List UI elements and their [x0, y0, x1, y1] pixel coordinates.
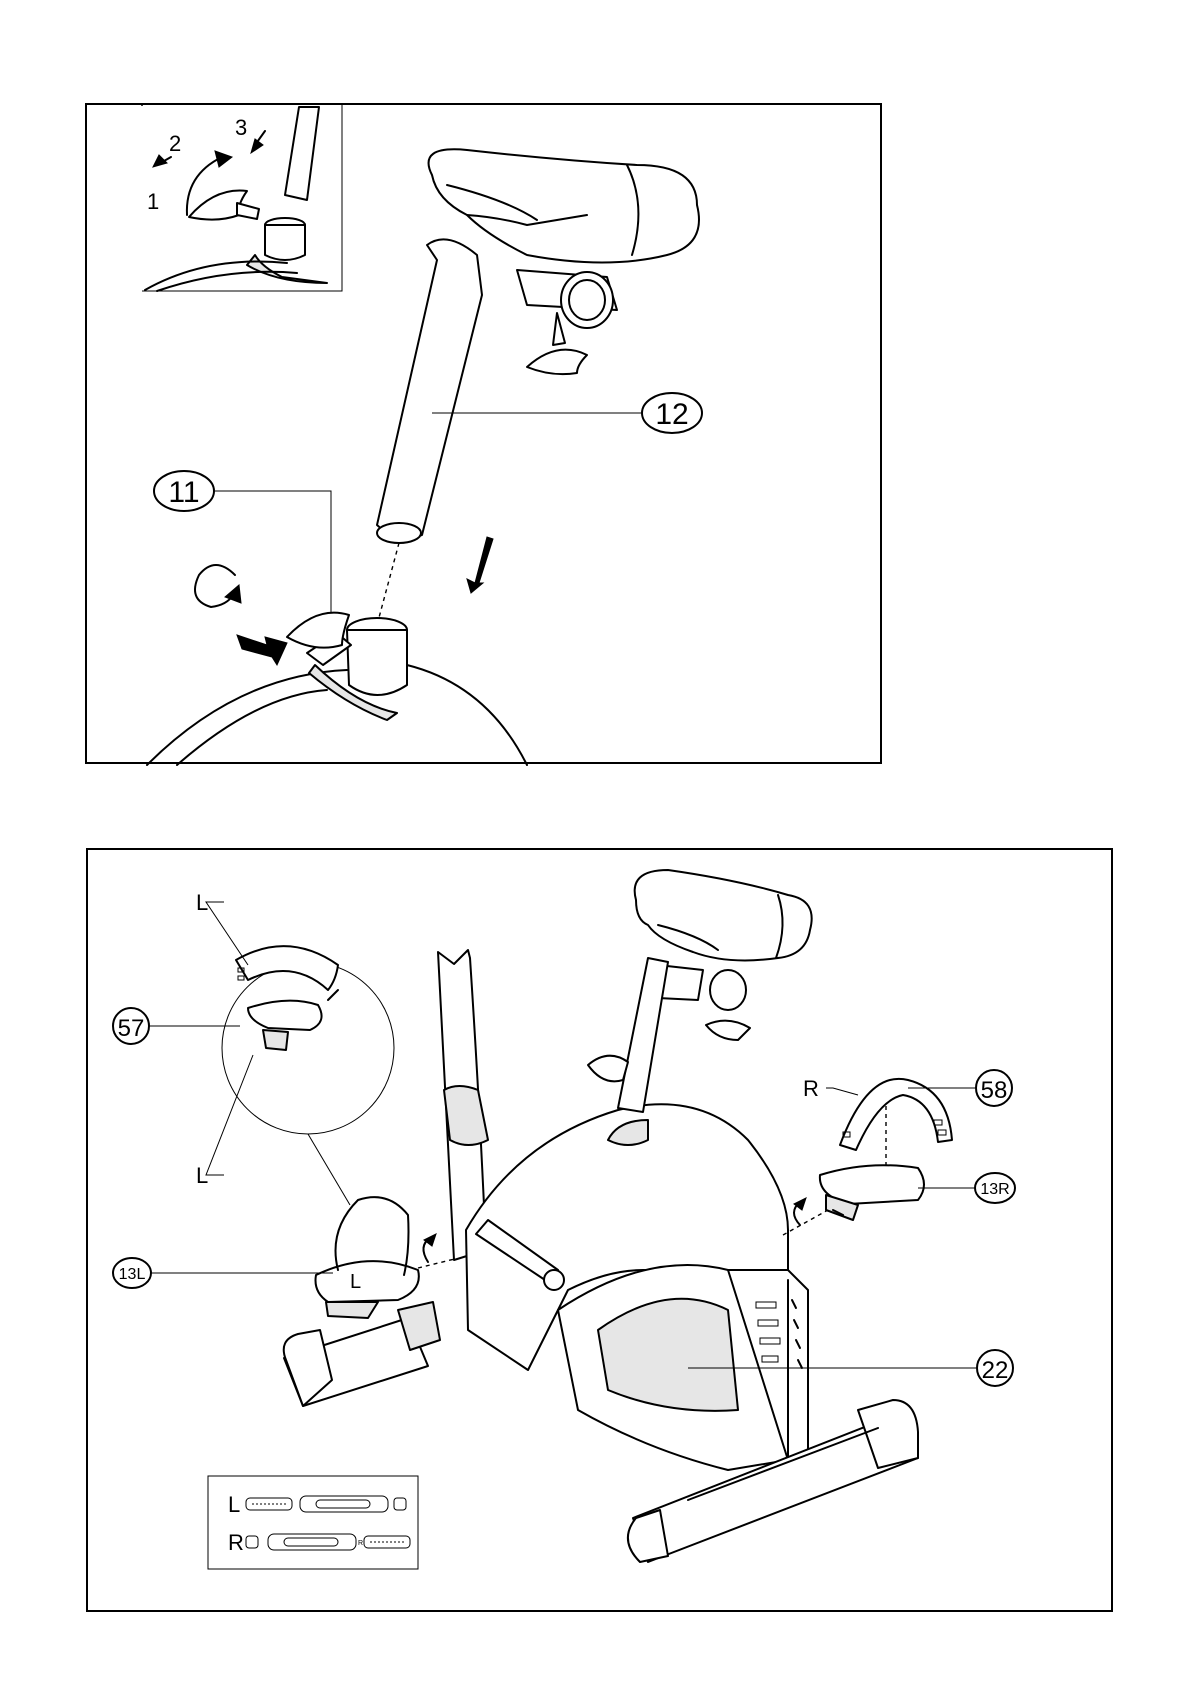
- callout-57: 57: [118, 1015, 145, 1042]
- callout-22: 22: [982, 1357, 1009, 1384]
- thread-direction-left-icon: [423, 1234, 436, 1262]
- pedal-diagram: L L 57 L 13L: [88, 850, 1115, 1614]
- seat-post-diagram: 1 2 3 12 11: [87, 105, 884, 766]
- inset-step-1: 1: [147, 189, 159, 214]
- inset-step-2: 2: [169, 131, 181, 156]
- strap-side-label-top: L: [196, 890, 208, 915]
- pedal-assembly-panel: L L 57 L 13L: [86, 848, 1113, 1612]
- left-pedal: L: [316, 1197, 419, 1318]
- right-pedal-strap: [840, 1079, 952, 1150]
- thread-direction-right-icon: [794, 1198, 806, 1225]
- legend-strap-mark: R: [358, 1540, 363, 1547]
- left-pedal-side-label: L: [350, 1271, 361, 1293]
- seat-clamp: [517, 270, 617, 374]
- pedal-side-label: L: [196, 1163, 208, 1188]
- right-pedal: [820, 1165, 924, 1220]
- rotate-clockwise-icon: [195, 565, 241, 607]
- seat-tube: [287, 613, 407, 695]
- knob-removal-inset: 1 2 3: [142, 105, 342, 291]
- seat-post-assembly-panel: 1 2 3 12 11: [85, 103, 882, 764]
- seat-assembly: [588, 870, 812, 1112]
- inset-step-3: 3: [235, 115, 247, 140]
- bike-frame: [466, 1104, 808, 1470]
- right-strap-side-label: R: [803, 1076, 819, 1101]
- legend-right-label: R: [228, 1530, 244, 1555]
- legend-left-label: L: [228, 1492, 240, 1517]
- seat: [429, 149, 699, 262]
- callout-58: 58: [981, 1077, 1008, 1104]
- callout-12: 12: [655, 398, 688, 431]
- left-pedal-detail-circle: [222, 946, 394, 1134]
- callout-11: 11: [168, 476, 199, 509]
- strap-legend: L R R: [208, 1476, 418, 1569]
- callout-13r: 13R: [980, 1181, 1009, 1198]
- frame-body: [147, 665, 527, 765]
- seat-post: [377, 239, 482, 543]
- callout-13l: 13L: [119, 1266, 146, 1283]
